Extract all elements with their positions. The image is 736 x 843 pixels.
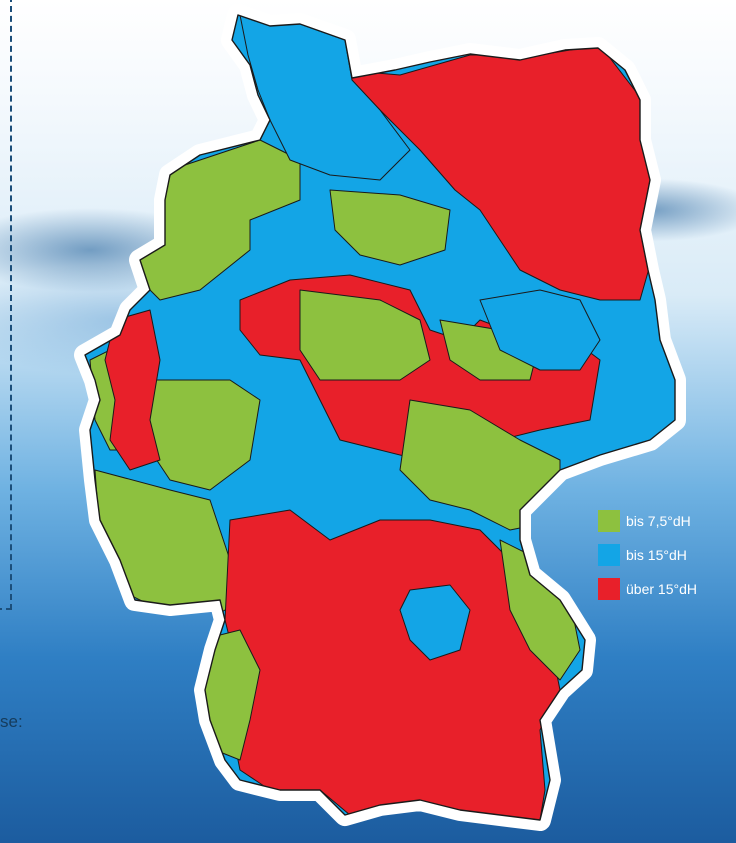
legend-item-soft: bis 7,5°dH: [598, 510, 697, 532]
legend-label-soft: bis 7,5°dH: [626, 513, 691, 529]
legend-swatch-soft: [598, 510, 620, 532]
legend-label-medium: bis 15°dH: [626, 547, 687, 563]
legend: bis 7,5°dH bis 15°dH über 15°dH: [598, 510, 697, 612]
legend-label-hard: über 15°dH: [626, 581, 697, 597]
region-rhine-hard: [104, 309, 161, 471]
legend-item-hard: über 15°dH: [598, 578, 697, 600]
region-central-soft: [299, 289, 431, 381]
side-caption-text: se:: [0, 712, 23, 731]
legend-item-medium: bis 15°dH: [598, 544, 697, 566]
region-east-medium: [479, 289, 601, 371]
country-outline: [84, 14, 676, 821]
region-south-medium: [399, 584, 471, 661]
side-panel-border: [0, 0, 12, 610]
legend-swatch-medium: [598, 544, 620, 566]
region-north-central: [329, 189, 451, 266]
legend-swatch-hard: [598, 578, 620, 600]
